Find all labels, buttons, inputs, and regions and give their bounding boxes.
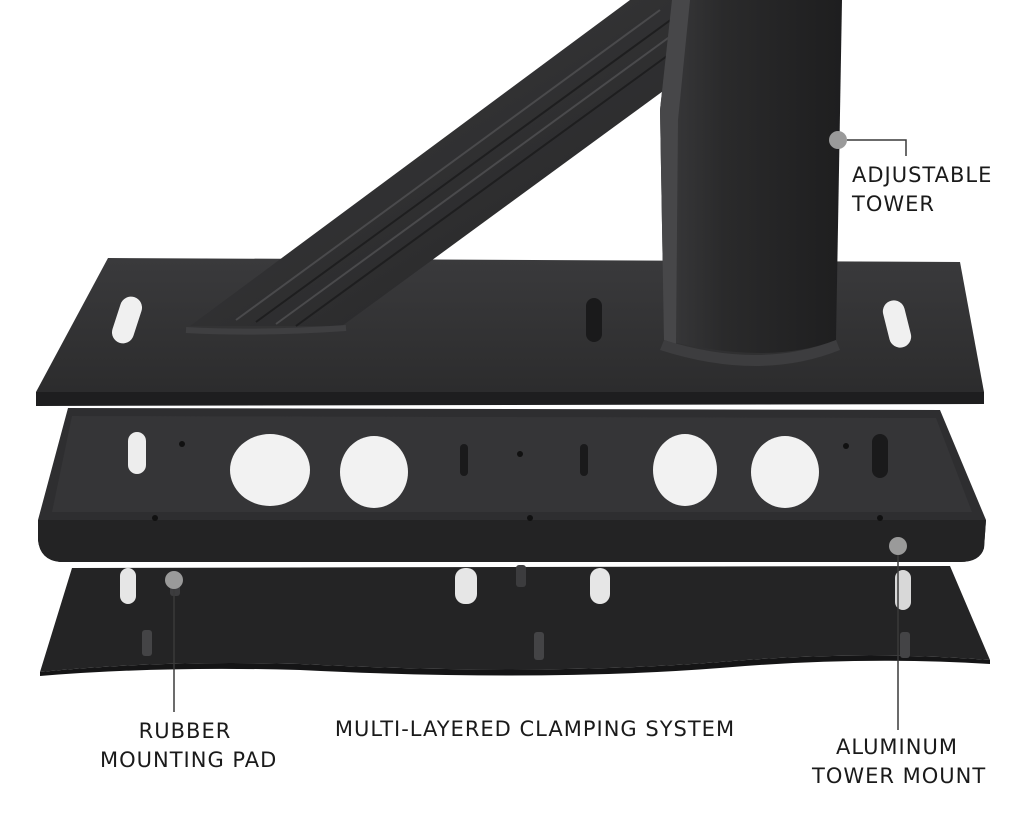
callout-label-line: ALUMINUM [836, 735, 958, 759]
callout-label-line: MOUNTING PAD [100, 748, 278, 772]
callout-label-rubber-pad: RUBBER MOUNTING PAD [100, 717, 278, 775]
top-plate [36, 258, 984, 406]
callout-rubber-pad [165, 571, 183, 712]
callout-label-clamping-system: MULTI-LAYERED CLAMPING SYSTEM [300, 715, 770, 744]
rubber-mounting-pad [40, 565, 990, 676]
aluminum-tower-mount [38, 408, 986, 562]
callout-label-line: MULTI-LAYERED CLAMPING SYSTEM [334, 717, 736, 741]
diagonal-brace [185, 0, 701, 335]
callout-label-line: TOWER MOUNT [812, 764, 987, 788]
callout-label-aluminum-mount: ALUMINUM TOWER MOUNT [812, 733, 987, 791]
callout-aluminum-mount [889, 537, 907, 730]
adjustable-tower [660, 0, 842, 366]
callout-label-line: RUBBER [138, 719, 232, 743]
callout-label-line: TOWER [852, 192, 935, 216]
callout-adjustable-tower [829, 131, 907, 156]
callout-label-line: ADJUSTABLE [852, 163, 993, 187]
callout-label-adjustable-tower: ADJUSTABLE TOWER [852, 161, 992, 219]
